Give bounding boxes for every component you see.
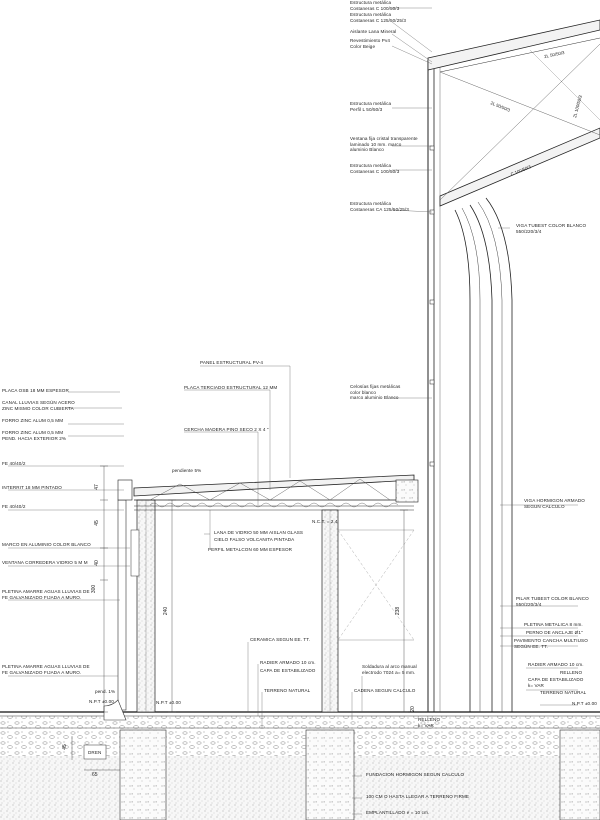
label-soldadura: Soldadura al arco manual electrodo 7024 …: [362, 664, 417, 675]
downpipe-elbow: [103, 699, 127, 721]
label-capa-1: CAPA DE ESTABILIZADO: [260, 668, 316, 673]
label-perno: PERNO DE ANCLAJE Ø1": [526, 630, 583, 635]
label-fe-2: FE 40/40/2: [2, 504, 26, 509]
label-celosias: Celosías fijas metálicas color blanco ma…: [350, 384, 401, 401]
label-pilar-tubest: PILAR TUBEST COLOR BLANCO 550/220/3/4: [516, 596, 589, 607]
left-footing: [119, 729, 167, 820]
label-forro-zinc-2: FORRO ZINC ALUM 0,5 MM PEND. HACIA EXTER…: [2, 430, 67, 441]
label-pavimento: PAVIMENTO CANCHA MULTIUSO SEGÚN EE. TT.: [514, 638, 588, 649]
label-terreno-1: TERRENO NATURAL: [264, 688, 311, 693]
label-pletina-2: PLETINA AMARRE AGUAS LLUVIAS DE FE GALVA…: [2, 664, 90, 675]
dim-40: 40: [93, 560, 100, 566]
label-costaneras-c100: Estructura metálica Costaneras C 100/50/…: [350, 0, 400, 11]
label-marco-aluminio: MARCO EN ALUMINIO COLOR BLANCO: [2, 542, 91, 547]
label-perfil-metalcon: PERFIL METALCON 60 MM ESPESOR: [208, 547, 293, 552]
dim-238: 238: [395, 606, 402, 616]
footings: [83, 729, 600, 820]
label-viga-hormigon: VIGA HORMIGON ARMADO SEGUN CALCULO: [524, 498, 585, 509]
dimension-lines: [71, 465, 408, 771]
roof-section: [117, 474, 419, 511]
label-panel-pv4: PANEL ESTRUCTURAL PV-4: [200, 360, 264, 365]
dim-45b: 45: [61, 744, 68, 750]
label-cadena: CADENA SEGUN CALCULO: [354, 688, 416, 693]
label-pletina-1: PLETINA AMARRE AGUAS LLUVIAS DE FE GALVA…: [2, 589, 90, 600]
label-canal-lluvias: CANAL LLUVIAS SEGÚN ACERO ZINC MISMO COL…: [2, 400, 75, 411]
dim-65: 65: [92, 772, 98, 778]
label-viga-tubest: VIGA TUBEST COLOR BLANCO 550/220/3/4: [516, 223, 587, 234]
label-radier-2: RADIER ARMADO 10 cm.: [528, 662, 584, 667]
label-aislante: Aislante Lana Mineral: [350, 29, 397, 34]
label-nct: N.C.T. = 2,4: [312, 519, 338, 524]
dim-47: 47: [93, 484, 100, 490]
ground-section: [0, 711, 600, 820]
label-ventana-corredera: VENTANA CORREDERA VIDRIO 5 M M: [2, 560, 88, 565]
label-perfil-l: Estructura metálica Perfil L 50/50/3: [350, 101, 392, 112]
label-emplantillado: EMPLANTILLADO e = 10 cm.: [366, 810, 430, 815]
label-dren: DREN: [88, 750, 102, 755]
window-frame: [130, 529, 140, 577]
tall-structure: [427, 19, 600, 712]
dim-20: 20: [409, 706, 416, 712]
label-cielo-falso: CIELO FALSO VOLCANITA PINTADA: [214, 537, 295, 542]
label-npt-2: N.P.T ±0.00: [156, 700, 181, 705]
label-forro-zinc-1: FORRO ZINC ALUM 0,5 MM: [2, 418, 64, 423]
leader-lines: [8, 7, 578, 815]
label-relleno-1: RELLENO: [560, 670, 583, 675]
curved-frame: [439, 127, 600, 207]
drain: [83, 744, 107, 760]
label-costaneras-c100-b: Estructura metálica Costaneras C 100/50/…: [350, 163, 400, 174]
label-lana-vidrio: LANA DE VIDRIO 50 MM AISLAN GLASS: [214, 530, 304, 535]
upper-roof-beam: [427, 19, 600, 71]
label-ventana-fija: Ventana fija cristal transparente lamina…: [350, 136, 418, 153]
downpipe: [117, 499, 127, 711]
dim-45: 45: [93, 520, 100, 526]
label-capa-2: CAPA DE ESTABILIZADO k= VAR: [528, 677, 584, 688]
label-100cm: 100 CM O HASTA LLEGAR A TERRENO FIRME: [366, 794, 470, 799]
middle-footing: [305, 729, 355, 820]
label-npt-1: N.P.T ±0.00: [89, 699, 114, 704]
label-npt-3: N.P.T ±0.00: [572, 701, 597, 706]
label-costaneras-c125: Estructura metálica Costaneras C 125/50/…: [350, 12, 407, 23]
roof-truss: [149, 478, 391, 501]
label-costaneras-ca125: Estructura metálica Costaneras CA 125/50…: [350, 201, 409, 212]
label-revestimiento: Revestimiento Pv4 Color Beige: [350, 38, 390, 49]
label-cercha: CERCHA MADERA PINO SECO 2 X 4 ": [184, 427, 269, 432]
label-fundacion: FUNDACION HORMIGON SEGUN CALCULO: [366, 772, 465, 777]
label-pend-1: pend. 1%: [95, 689, 116, 694]
label-terreno-2: TERRENO NATURAL: [540, 690, 587, 695]
left-wall: [103, 499, 156, 721]
natural-soil: [0, 756, 600, 820]
label-interrit: INTERRIT 18 MM PINTADO: [2, 485, 62, 490]
label-placa-terciado: PLACA TERCIADO ESTRUCTURAL 12 MM: [184, 385, 278, 390]
label-fe-1: FE 40/40/2: [2, 461, 26, 466]
label-radier-1: RADIER ARMADO 10 cm.: [260, 660, 316, 665]
label-pletina-metalica: PLETINA METALICA 8 mm.: [524, 622, 583, 627]
central-column: [321, 509, 415, 713]
label-relleno-2: RELLENO k= VAR: [418, 717, 441, 728]
label-pendiente: pendiente 5%: [172, 468, 202, 473]
roof-insulation: [149, 502, 399, 508]
tubest-pillar-inner: [485, 197, 513, 712]
label-placa-osb: PLACA OSB 18 MM ESPESOR: [2, 388, 69, 393]
concrete-beam: [395, 479, 419, 503]
tubest-pillar-outer: [454, 209, 471, 712]
dim-240: 240: [163, 606, 170, 616]
dim-300: 300: [91, 584, 98, 594]
right-footing: [559, 729, 600, 820]
roof-slope: [133, 474, 415, 497]
label-ceramica: CERAMICA SEGUN EE. TT.: [250, 637, 311, 642]
